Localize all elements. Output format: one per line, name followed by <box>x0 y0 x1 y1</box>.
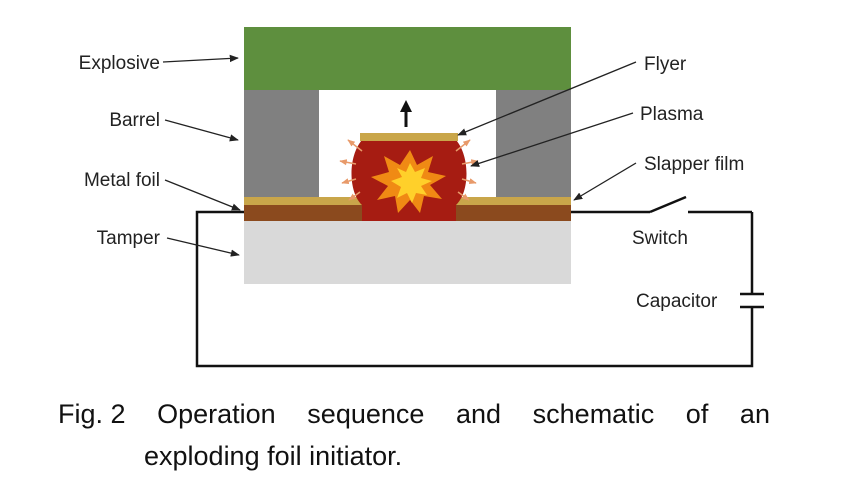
label-switch: Switch <box>632 228 688 249</box>
caption-word: schematic <box>532 399 655 429</box>
label-slapper-film: Slapper film <box>644 154 744 175</box>
efi-schematic: Explosive Barrel Metal foil Tamper Flyer… <box>79 27 764 368</box>
label-explosive: Explosive <box>79 53 160 74</box>
leader-lines <box>162 54 637 257</box>
label-capacitor: Capacitor <box>636 291 718 312</box>
caption-word: an <box>739 399 770 429</box>
switch-lever <box>649 195 687 214</box>
figure-caption: Fig. 2 Operation sequence and schematic … <box>58 393 818 477</box>
caption-word: Operation <box>157 399 276 429</box>
label-tamper: Tamper <box>97 228 161 249</box>
label-metal-foil: Metal foil <box>84 170 160 191</box>
label-flyer: Flyer <box>644 54 687 75</box>
caption-word: and <box>456 399 502 429</box>
explosive-block <box>244 27 571 90</box>
caption-line-1: Fig. 2 Operation sequence and schematic … <box>58 393 770 435</box>
capacitor-symbol <box>740 292 764 309</box>
label-barrel: Barrel <box>109 110 160 131</box>
barrel-right <box>496 90 571 197</box>
caption-fig-number: Fig. 2 <box>58 399 126 429</box>
circuit-wiring <box>195 210 754 368</box>
label-plasma: Plasma <box>640 104 704 125</box>
flyer-direction-arrow <box>400 100 412 127</box>
caption-word: of <box>685 399 709 429</box>
caption-word: sequence <box>307 399 425 429</box>
caption-line-2: exploding foil initiator. <box>144 441 403 471</box>
tamper-block <box>244 221 571 284</box>
explosion-burst-inner <box>391 163 432 203</box>
barrel-left <box>244 90 319 197</box>
flyer-plate <box>360 133 458 141</box>
